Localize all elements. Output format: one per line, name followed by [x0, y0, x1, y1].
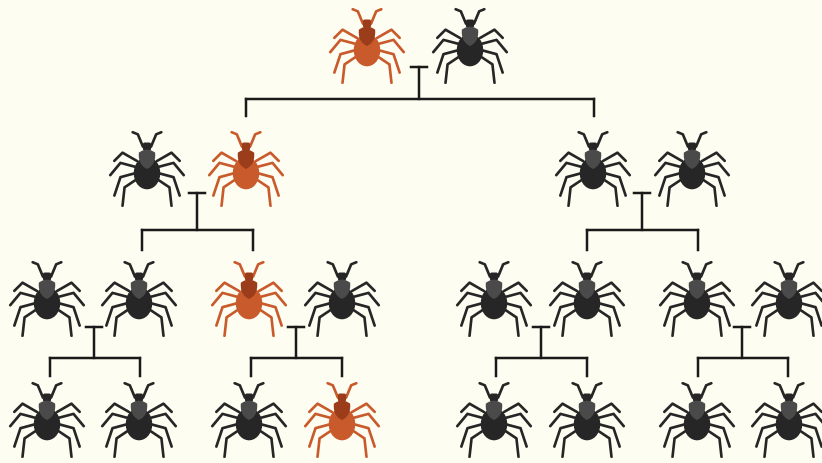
tick-icon — [548, 260, 626, 338]
tick-icon — [303, 260, 381, 338]
tick-icon — [653, 130, 731, 208]
tick-icon — [100, 260, 178, 338]
tick-icon — [431, 7, 509, 85]
tick-icon — [548, 381, 626, 459]
tick-icon — [554, 130, 632, 208]
tick-icon — [108, 130, 186, 208]
tick-icon — [100, 381, 178, 459]
tick-icon — [658, 381, 736, 459]
tick-icon — [750, 381, 822, 459]
lineage-lines — [48, 65, 790, 378]
tick-icon — [303, 381, 381, 459]
tick-icon — [8, 381, 86, 459]
tick-icon — [207, 130, 285, 208]
tick-icon — [210, 381, 288, 459]
tick-icon — [455, 381, 533, 459]
tick-icon — [750, 260, 822, 338]
tick-icon — [328, 7, 406, 85]
tick-icon — [455, 260, 533, 338]
ticks-layer — [8, 7, 822, 459]
tick-icon — [658, 260, 736, 338]
tick-icon — [8, 260, 86, 338]
tick-icon — [210, 260, 288, 338]
